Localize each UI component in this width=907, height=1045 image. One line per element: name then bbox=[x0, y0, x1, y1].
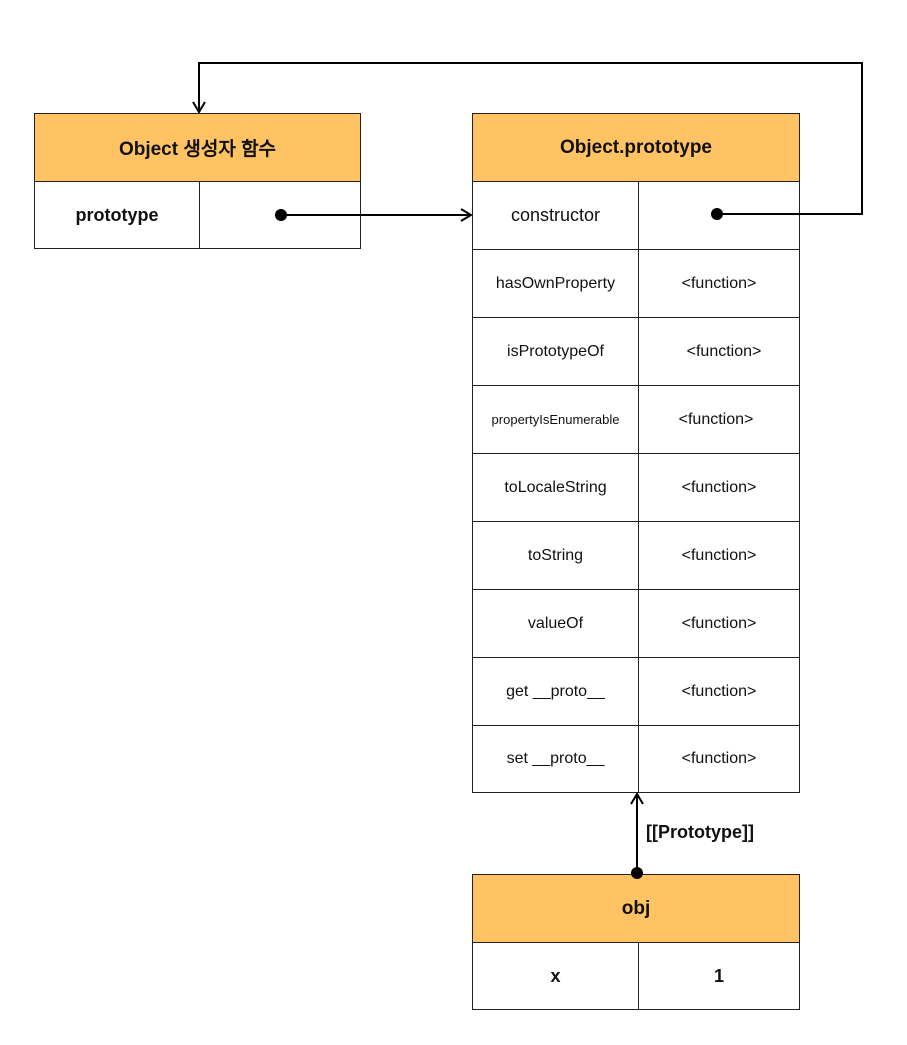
prototype-row-key: get __proto__ bbox=[472, 657, 639, 726]
prototype-row-value: <function> bbox=[638, 385, 800, 454]
prototype-row-key: constructor bbox=[472, 181, 639, 250]
prototype-row-key: toLocaleString bbox=[472, 453, 639, 522]
prototype-row-value: <function> bbox=[638, 725, 800, 793]
prototype-row-value bbox=[638, 181, 800, 250]
prototype-row-key: propertyIsEnumerable bbox=[472, 385, 639, 454]
obj-x-key: x bbox=[472, 942, 639, 1010]
prototype-row-key: toString bbox=[472, 521, 639, 590]
prototype-link-label: [[Prototype]] bbox=[646, 822, 754, 842]
prototype-row-value: <function> bbox=[638, 589, 800, 658]
prototype-row-value: <function> bbox=[638, 249, 800, 318]
constructor-prototype-key: prototype bbox=[34, 181, 200, 249]
prototype-row-value: <function> bbox=[638, 657, 800, 726]
prototype-row-value: <function> bbox=[638, 453, 800, 522]
obj-prototype-link-arrow bbox=[630, 792, 644, 879]
constructor-prototype-value bbox=[199, 181, 361, 249]
prototype-row-key: valueOf bbox=[472, 589, 639, 658]
prototype-box-title: Object.prototype bbox=[472, 113, 800, 182]
prototype-row-value: <function> bbox=[638, 521, 800, 590]
prototype-row-key: isPrototypeOf bbox=[472, 317, 639, 386]
prototype-row-key: hasOwnProperty bbox=[472, 249, 639, 318]
prototype-row-key: set __proto__ bbox=[472, 725, 639, 793]
obj-box-title: obj bbox=[472, 874, 800, 943]
prototype-row-value: <function> bbox=[638, 317, 800, 386]
constructor-box-title: Object 생성자 함수 bbox=[34, 113, 361, 182]
obj-x-value: 1 bbox=[638, 942, 800, 1010]
